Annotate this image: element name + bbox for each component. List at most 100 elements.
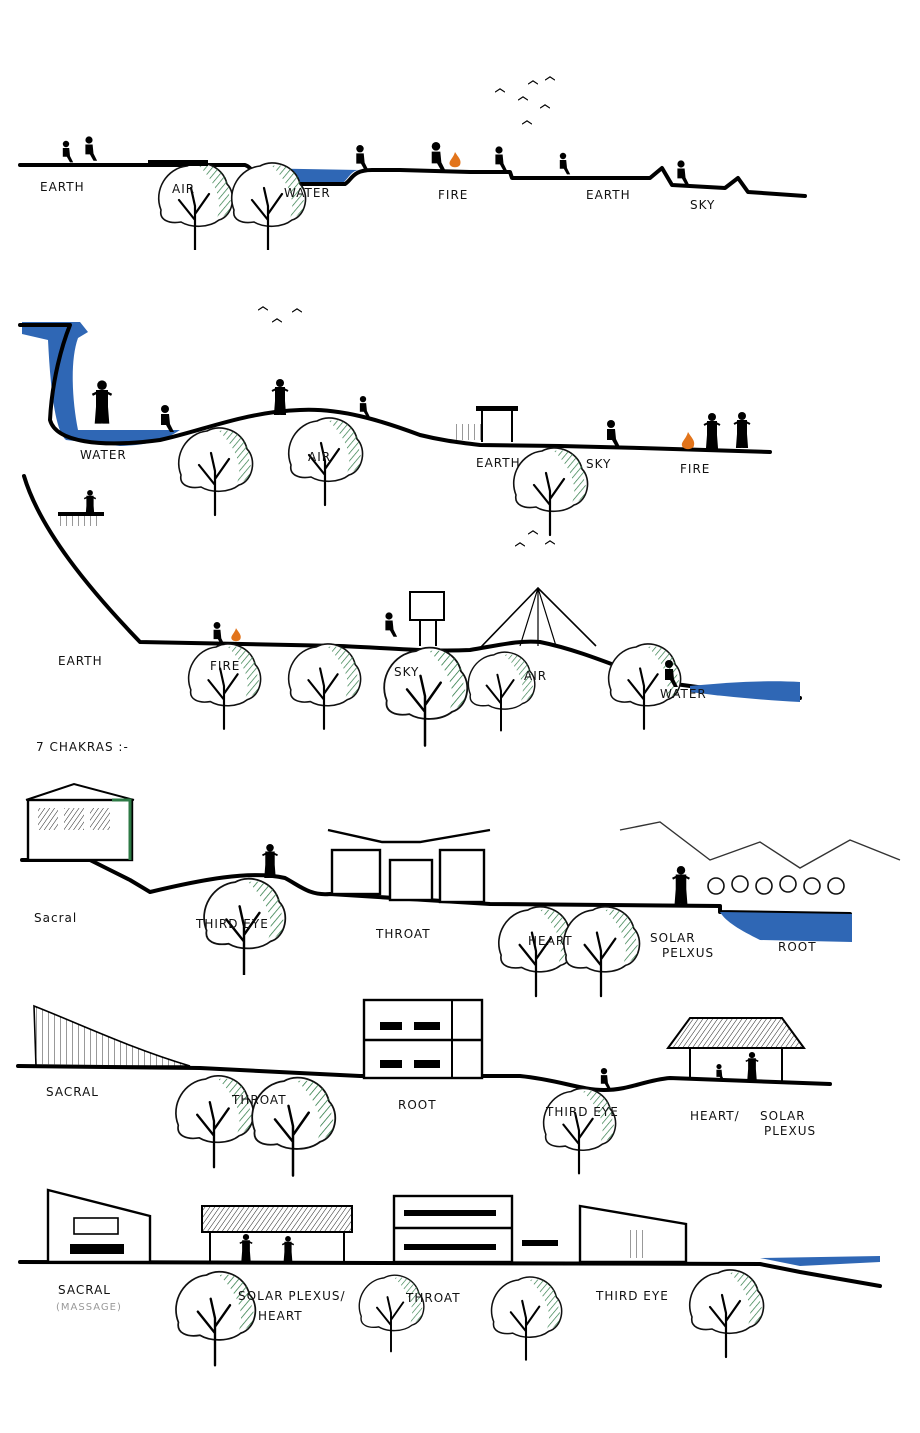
section-6-label: SOLAR PLEXUS/ xyxy=(238,1289,346,1303)
section-4-label: HEART xyxy=(528,934,573,948)
section-1-person xyxy=(559,152,571,175)
section-5-tree xyxy=(174,1074,255,1169)
section-2-label: AIR xyxy=(308,450,331,464)
section-6-sloped-building xyxy=(578,1204,688,1264)
section-2-person-walking xyxy=(270,378,290,416)
section-4-ground-line xyxy=(20,858,852,916)
section-5-label: SOLAR xyxy=(760,1109,806,1123)
section-6-chakras: SACRAL (MASSAGE) SOLAR PLEXUS/ HEART THR… xyxy=(18,1188,882,1367)
section-2-tree xyxy=(177,426,254,517)
section-4-label: THROAT xyxy=(375,927,431,941)
section-1-bench xyxy=(148,160,208,166)
section-1-fishing-person xyxy=(356,145,369,171)
section-1-ground-line xyxy=(18,163,807,198)
section-6-tree xyxy=(174,1270,257,1367)
section-1-fire-icon xyxy=(449,152,461,168)
section-3-elements-landscape: EARTH FIRE SKY AIR WATER xyxy=(22,474,802,747)
section-3-tent xyxy=(479,586,597,649)
section-2-label: FIRE xyxy=(680,462,710,476)
section-1-label: WATER xyxy=(284,186,331,200)
section-4-label: THIRD EYE xyxy=(195,917,269,931)
section-2-label: SKY xyxy=(586,457,611,471)
section-4-label: Sacral xyxy=(34,911,77,925)
section-4-person xyxy=(261,844,279,878)
section-4-tree xyxy=(562,905,641,998)
section-1-person xyxy=(85,136,98,161)
section-3-label: EARTH xyxy=(58,654,103,668)
section-2-ground-line xyxy=(18,323,772,454)
section-5-label: THROAT xyxy=(231,1093,287,1107)
section-2-person-music xyxy=(732,410,752,449)
section-5-chakras: SACRAL THROAT ROOT THIRD EYE HEART/ SOLA… xyxy=(16,998,832,1177)
section-1-label: FIRE xyxy=(438,188,468,202)
section-4-mountains xyxy=(619,821,901,869)
section-5-tree xyxy=(542,1087,617,1175)
section-2-person-dancing xyxy=(91,380,113,424)
section-5-label: PLEXUS xyxy=(764,1124,816,1138)
section-3-tree xyxy=(187,642,262,730)
section-3-treehouse xyxy=(409,591,445,646)
section-6-tree xyxy=(358,1273,426,1353)
section-3-label: SKY xyxy=(394,665,419,679)
section-3-label: WATER xyxy=(660,687,707,701)
section-2-person-music xyxy=(702,412,722,450)
section-3-tree xyxy=(382,646,469,747)
section-2-label: EARTH xyxy=(476,456,521,470)
section-1-person xyxy=(431,142,446,171)
section-4-house xyxy=(25,782,135,862)
section-5-label: ROOT xyxy=(398,1098,437,1112)
section-3-fire-icon xyxy=(231,628,241,642)
section-6-ground-line xyxy=(18,1260,882,1288)
section-5-label: THIRD EYE xyxy=(545,1105,619,1119)
section-1-person xyxy=(677,160,690,185)
section-3-lake xyxy=(690,681,800,702)
section-6-label: THIRD EYE xyxy=(595,1289,669,1303)
section-1-elements-landscape: EARTH AIR WATER FIRE EARTH SKY xyxy=(18,76,807,250)
section-4-pavilion xyxy=(327,828,491,904)
section-4-chakras: 7 CHAKRAS :- xyxy=(20,740,901,998)
section-2-pergola xyxy=(452,406,518,442)
section-1-person xyxy=(62,140,74,163)
section-2-fire-icon xyxy=(681,432,695,450)
section-1-label: EARTH xyxy=(40,180,85,194)
section-2-person-reclining xyxy=(359,396,371,418)
section-2-person-telescope xyxy=(607,420,620,447)
section-5-building xyxy=(362,998,484,1080)
section-1-label: AIR xyxy=(172,182,195,196)
section-2-birds xyxy=(258,306,302,323)
section-4-label: SOLAR xyxy=(650,931,696,945)
section-5-ramp-structure xyxy=(33,1004,191,1067)
section-4-tree xyxy=(497,905,576,998)
section-6-label: SACRAL xyxy=(58,1283,111,1297)
section-4-person-yoga xyxy=(671,866,691,904)
section-6-table xyxy=(522,1240,558,1246)
section-5-person-meditating xyxy=(600,1068,612,1090)
section-6-massage-building xyxy=(46,1188,152,1264)
section-4-orchard xyxy=(707,875,845,895)
section-1-label: EARTH xyxy=(586,188,631,202)
section-6-water xyxy=(760,1256,880,1266)
section-3-tree xyxy=(467,650,537,732)
section-6-building xyxy=(392,1194,514,1264)
section-1-person xyxy=(495,146,508,171)
section-4-lake xyxy=(720,912,852,942)
section-4-label: ROOT xyxy=(778,940,817,954)
section-3-ground-line xyxy=(22,474,802,700)
section-2-elements-landscape: WATER AIR EARTH SKY FIRE xyxy=(18,306,772,537)
section-5-label: SACRAL xyxy=(46,1085,99,1099)
section-4-label: PELXUS xyxy=(662,946,714,960)
section-3-person xyxy=(385,612,398,637)
section-6-label: (MASSAGE) xyxy=(56,1302,122,1313)
section-5-label: HEART/ xyxy=(690,1109,740,1123)
section-1-tree xyxy=(230,161,307,250)
section-1-tree xyxy=(157,161,234,250)
section-6-tree xyxy=(688,1268,765,1359)
section-3-label: AIR xyxy=(524,669,547,683)
section-2-label: WATER xyxy=(80,448,127,462)
section-3-lookout-deck xyxy=(58,490,104,526)
chakras-heading: 7 CHAKRAS :- xyxy=(36,740,129,754)
section-3-label: FIRE xyxy=(210,659,240,673)
section-3-tree xyxy=(287,642,362,730)
section-6-label: THROAT xyxy=(405,1291,461,1305)
